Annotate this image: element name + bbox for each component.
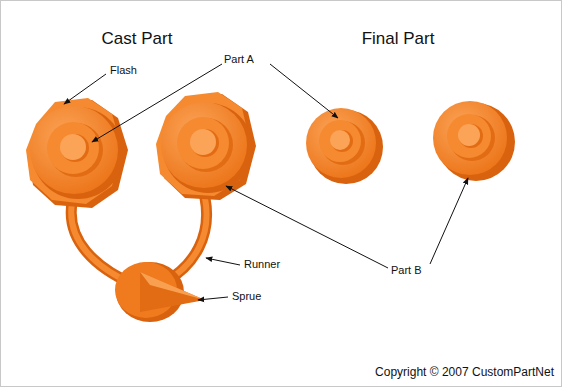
leader-line (92, 64, 222, 142)
leader-lines (64, 64, 468, 300)
leader-line (226, 186, 388, 268)
final-part-a (306, 108, 383, 184)
sprue-cone-light (140, 272, 205, 300)
section-heading: Final Part (362, 30, 435, 49)
sprue-cone (140, 272, 205, 312)
section-heading: Cast Part (102, 30, 173, 49)
leader-line (64, 74, 106, 104)
final-part-b (433, 101, 515, 181)
leader-line (430, 178, 468, 264)
part-label: Part A (224, 53, 254, 65)
part-label: Flash (110, 64, 137, 76)
part-label: Runner (244, 258, 280, 270)
leader-line (198, 297, 228, 300)
part-label: Sprue (232, 290, 261, 302)
leader-line (206, 258, 240, 265)
cast-part-a (26, 98, 128, 208)
copyright-note: Copyright © 2007 CustomPartNet (375, 366, 554, 379)
leader-line (270, 64, 338, 118)
part-label: Part B (391, 264, 422, 276)
cast-part-b (156, 92, 256, 200)
